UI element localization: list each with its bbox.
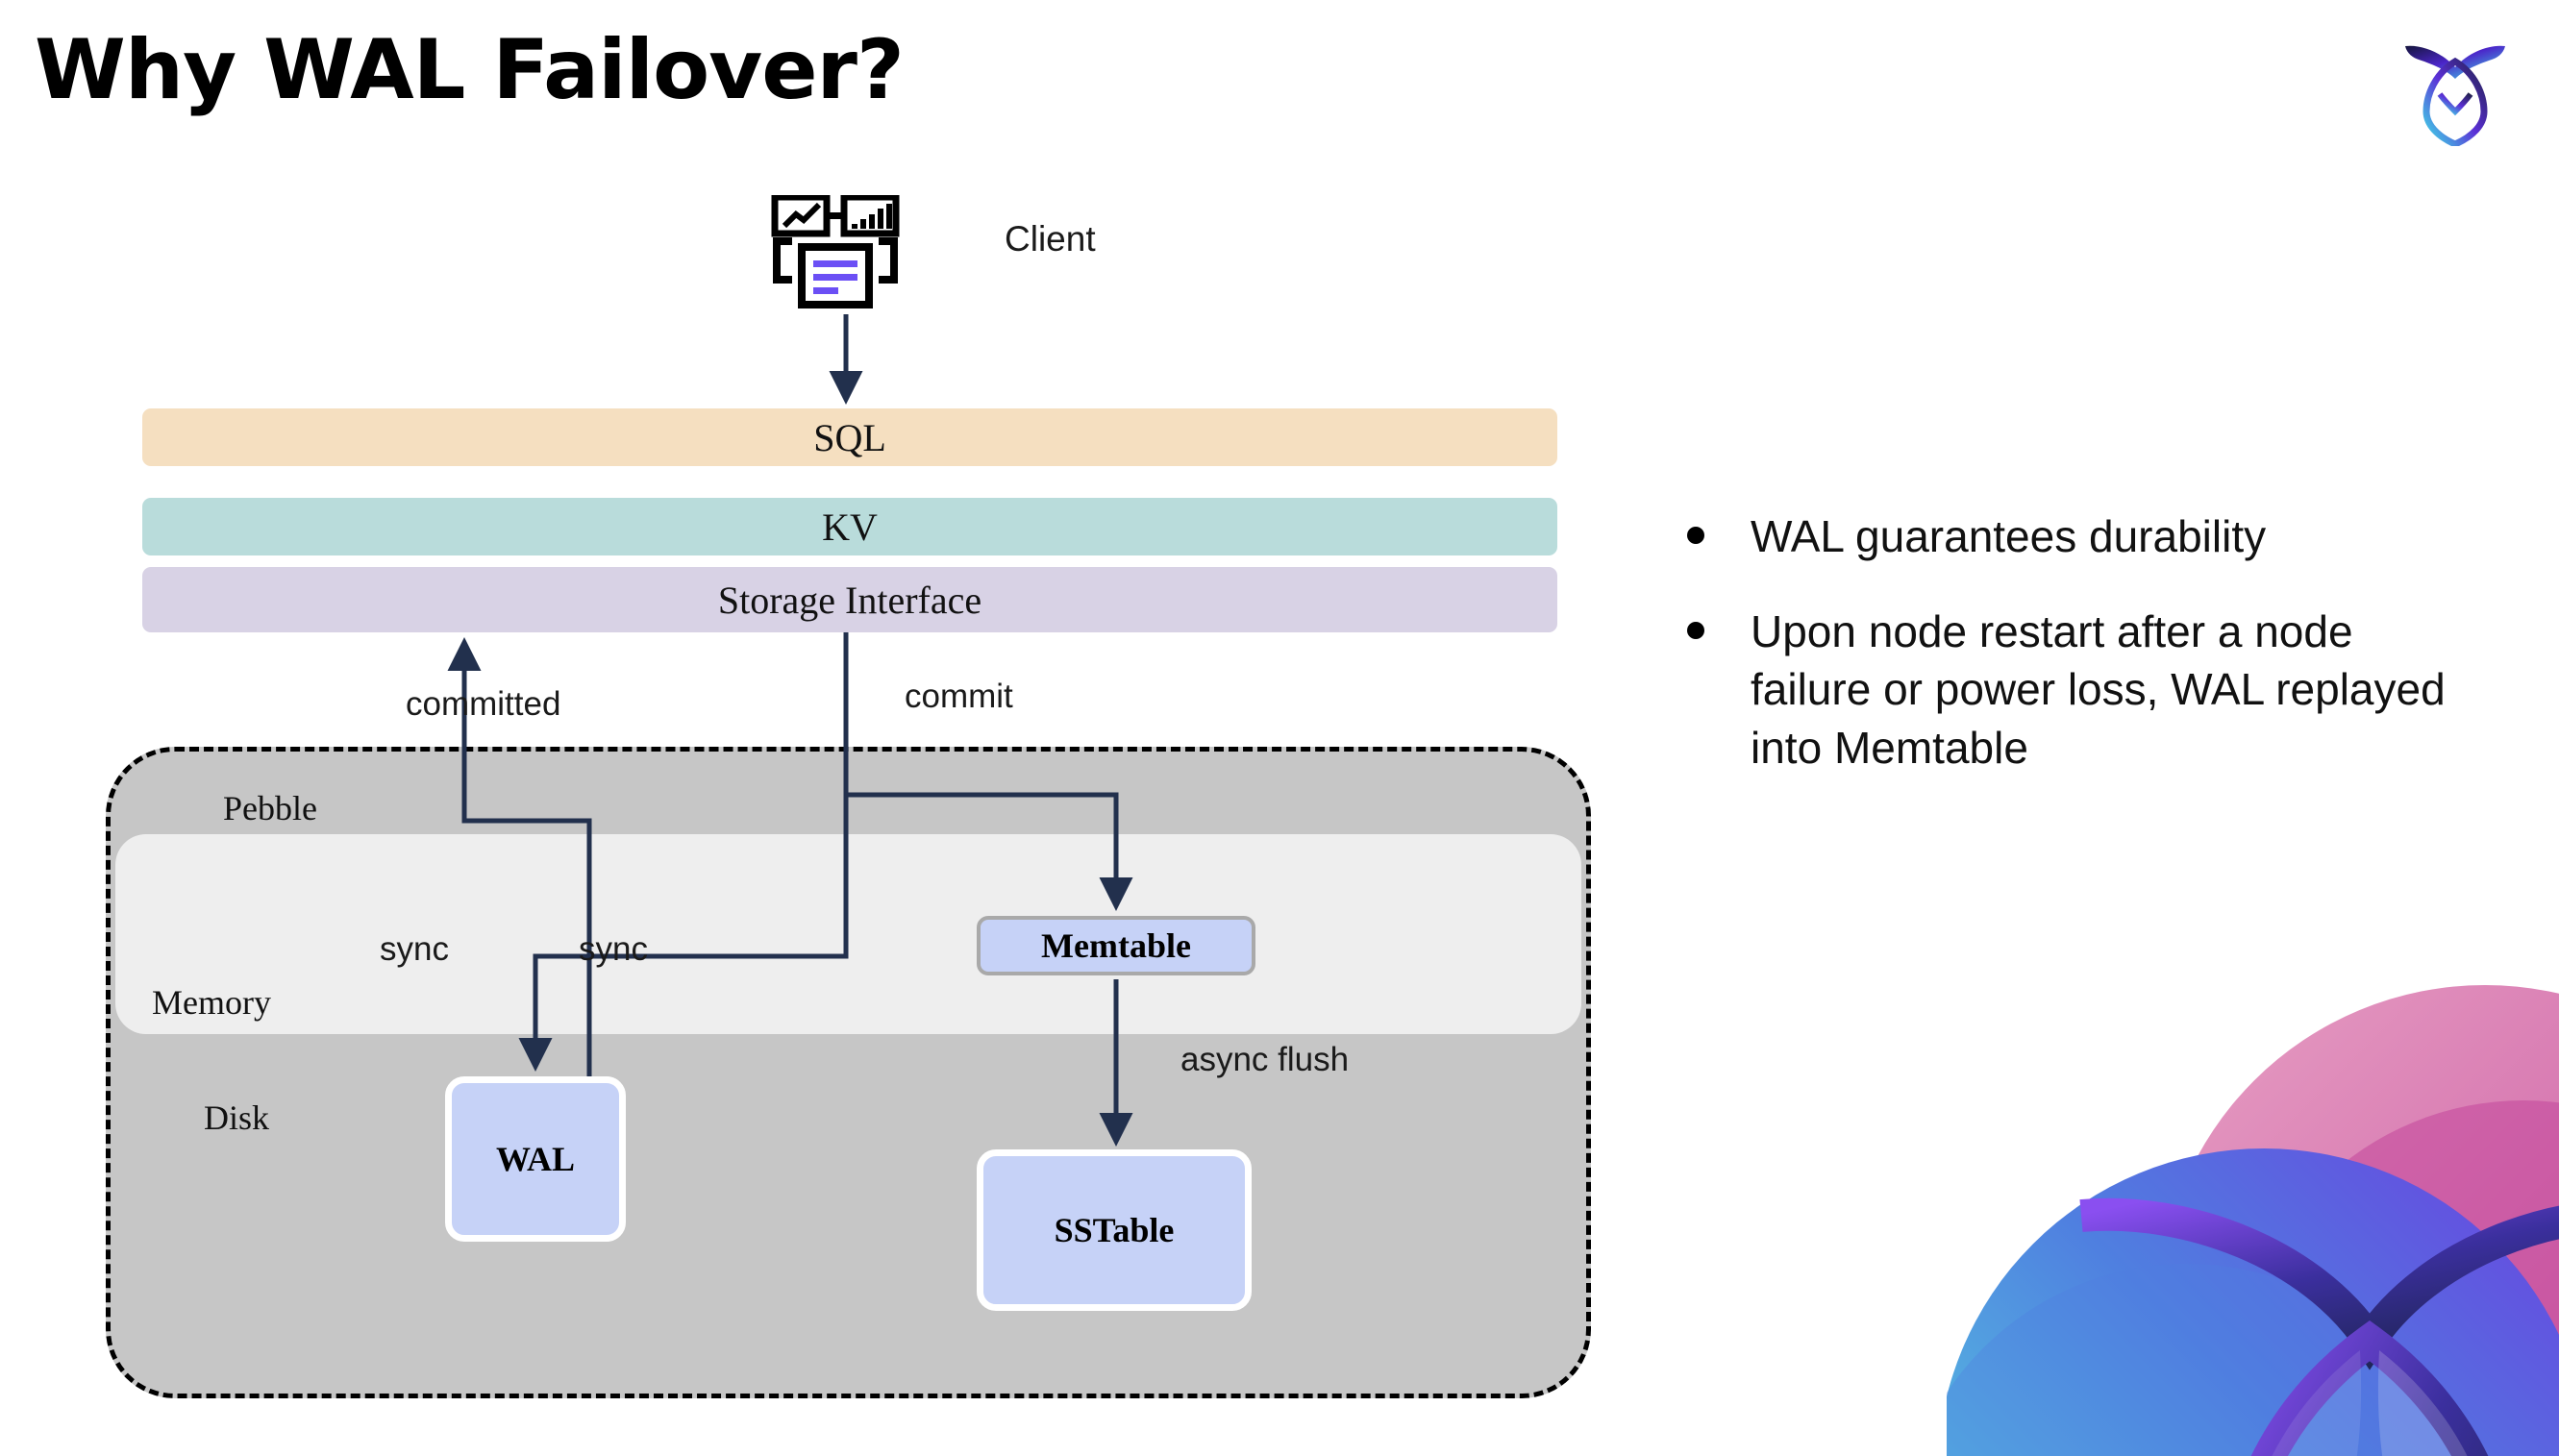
edge-label-committed: committed	[406, 685, 561, 723]
layer-label-sql: SQL	[813, 415, 886, 459]
layer-bar-storage: Storage Interface	[142, 567, 1557, 632]
list-item: WAL guarantees durability	[1687, 507, 2485, 566]
cockroachdb-watermark-icon	[1947, 985, 2559, 1456]
page-title: Why WAL Failover?	[35, 22, 905, 118]
node-label-sstable: SSTable	[1054, 1211, 1175, 1249]
layer-bar-kv: KV	[142, 498, 1557, 555]
list-item: Upon node restart after a node failure o…	[1687, 603, 2485, 777]
cockroachdb-logo-icon	[2405, 45, 2505, 146]
pebble-label: Pebble	[223, 789, 317, 827]
client-label: Client	[1005, 219, 1096, 259]
node-label-wal: WAL	[495, 1140, 576, 1178]
edge-label-sync-right: sync	[579, 930, 648, 968]
slide-canvas: Why WAL Failover?	[35, 22, 2559, 1456]
node-sstable: SSTable	[977, 1149, 1252, 1311]
node-wal: WAL	[445, 1076, 626, 1242]
bullet-list: WAL guarantees durability Upon node rest…	[1687, 507, 2485, 814]
layer-label-storage: Storage Interface	[717, 578, 982, 622]
node-label-memtable: Memtable	[1041, 926, 1191, 965]
bullet-dot-icon	[1687, 527, 1704, 544]
node-memtable: Memtable	[977, 916, 1255, 975]
memory-label: Memory	[152, 983, 271, 1022]
disk-label: Disk	[204, 1098, 270, 1137]
bullet-dot-icon	[1687, 621, 1704, 639]
memory-zone	[115, 834, 1581, 1034]
layer-label-kv: KV	[822, 505, 878, 549]
client-dashboard-icon	[771, 195, 900, 308]
edge-label-commit: commit	[905, 678, 1013, 715]
layer-bar-sql: SQL	[142, 408, 1557, 466]
edge-label-async-flush: async flush	[1180, 1041, 1350, 1078]
bullet-text: Upon node restart after a node failure o…	[1751, 605, 2446, 774]
edge-label-sync-left: sync	[380, 930, 449, 968]
bullet-text: WAL guarantees durability	[1751, 511, 2267, 561]
